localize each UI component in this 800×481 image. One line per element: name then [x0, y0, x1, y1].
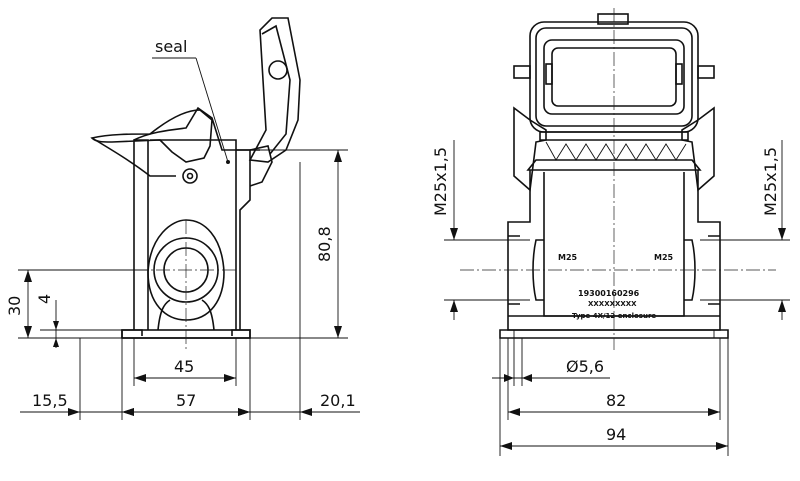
- enclosure-text: Type 4X/12 enclosure: [572, 312, 656, 320]
- dim-94: 94: [499, 338, 729, 456]
- thread-right-text: M25x1,5: [761, 147, 780, 216]
- dim-45-text: 45: [174, 357, 194, 376]
- seal-callout: seal: [152, 37, 230, 164]
- part-number-text: 19300160296: [578, 289, 640, 298]
- side-view: [90, 17, 301, 350]
- dim-30-text: 30: [5, 296, 24, 316]
- dim-4-text: 4: [35, 294, 54, 304]
- m25-left-text: M25: [558, 253, 578, 262]
- dim-hole: Ø5,6: [492, 338, 610, 386]
- serial-text: XXXXXXXXX: [588, 300, 637, 308]
- m25-right-text: M25: [654, 253, 674, 262]
- dim-57-text: 57: [176, 391, 196, 410]
- front-view: M25 M25 19300160296 XXXXXXXXX Type 4X/12…: [460, 8, 776, 350]
- height-dim-text: 80,8: [315, 226, 334, 262]
- dim-82: 82: [507, 338, 721, 420]
- dim-82-text: 82: [606, 391, 626, 410]
- dim-20-1-text: 20,1: [320, 391, 356, 410]
- dim-57: 57 15,5 20,1: [20, 162, 360, 420]
- thread-left-text: M25x1,5: [431, 147, 450, 216]
- dim-30-4: 30 4: [5, 269, 148, 348]
- dim-height: 80,8: [250, 149, 348, 339]
- dim-45: 45: [133, 338, 237, 386]
- seal-label: seal: [155, 37, 187, 56]
- dim-15-5-text: 15,5: [32, 391, 68, 410]
- dim-thread: M25x1,5 M25x1,5: [431, 140, 790, 320]
- hole-dim-text: Ø5,6: [566, 357, 604, 376]
- dim-94-text: 94: [606, 425, 626, 444]
